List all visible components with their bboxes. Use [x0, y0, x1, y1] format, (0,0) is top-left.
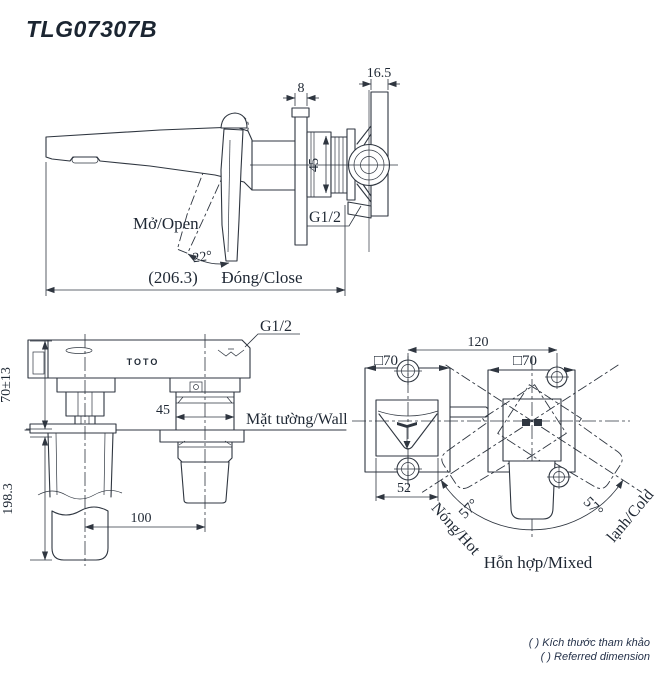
- break-line: [37, 490, 123, 500]
- dim-spout-width: 52: [397, 481, 411, 496]
- dim-valve-width: 45: [156, 403, 170, 418]
- dim-center-distance: 100: [131, 511, 152, 526]
- lever-closed: [220, 128, 244, 262]
- plate-size-right: □70: [513, 353, 537, 369]
- mixed-label: Hỗn hợp/Mixed: [484, 553, 593, 572]
- footnote: ( ) Kích thước tham khảo ( ) Referred di…: [420, 636, 650, 664]
- open-angle-arc: [187, 253, 230, 268]
- aerator: [71, 156, 99, 164]
- flow-arrow: [403, 441, 411, 449]
- dim-wall-offset: 70±13: [0, 367, 14, 403]
- close-label: Đóng/Close: [221, 268, 302, 287]
- handle-flange: [159, 429, 245, 443]
- outlet-mark: [217, 348, 245, 357]
- plan-view: TOTO G1/2: [0, 318, 348, 566]
- thread-label-plan: G1/2: [260, 318, 292, 335]
- handle-base: [502, 398, 562, 462]
- footnote-vietnamese: ( ) Kích thước tham khảo: [528, 637, 650, 649]
- spout-lower: [51, 506, 109, 561]
- product-code: TLG07307B: [26, 16, 158, 42]
- dim-bracket-width: 16.5: [367, 66, 392, 81]
- spout-outline: [45, 126, 253, 191]
- dim-plate-distance: 120: [468, 335, 489, 350]
- dim-plate-thickness: 8: [298, 81, 305, 96]
- plate-size-left: □70: [374, 353, 398, 369]
- mixer-body: [27, 339, 251, 379]
- dim-overall-label: (206.3): [148, 268, 198, 287]
- footnote-english: ( ) Referred dimension: [540, 651, 650, 663]
- dim-spout-length: 198.3: [1, 483, 16, 515]
- side-view: 8 16.5 45 G1/2 (206.3) Đóng/Close Mở/Ope…: [45, 66, 400, 296]
- open-label: Mở/Open: [133, 214, 199, 233]
- brand-logo: TOTO: [127, 357, 160, 367]
- swing-arc: [440, 479, 624, 531]
- thread-label-side: G1/2: [309, 209, 341, 226]
- cold-label: lạnh/Cold: [604, 486, 658, 545]
- dim-body-diameter: 45: [307, 158, 322, 172]
- handle-hot-phantom: [445, 364, 643, 493]
- open-angle-label: 22°: [192, 249, 214, 267]
- wall-label: Mặt tường/Wall: [246, 411, 348, 428]
- spout-flange: [29, 423, 117, 434]
- handle-grip-front: [508, 460, 556, 520]
- front-view: 120 □70 □70 52 57° 57° Nóng/Hot lạnh/Col…: [352, 335, 658, 572]
- spout-window: [375, 399, 439, 457]
- lever-cap: [220, 112, 248, 129]
- screw-bottom-right: [547, 465, 571, 489]
- body-slot: [65, 347, 93, 354]
- angle-left-label: 57°: [456, 496, 482, 522]
- escutcheon-plate: [294, 116, 308, 246]
